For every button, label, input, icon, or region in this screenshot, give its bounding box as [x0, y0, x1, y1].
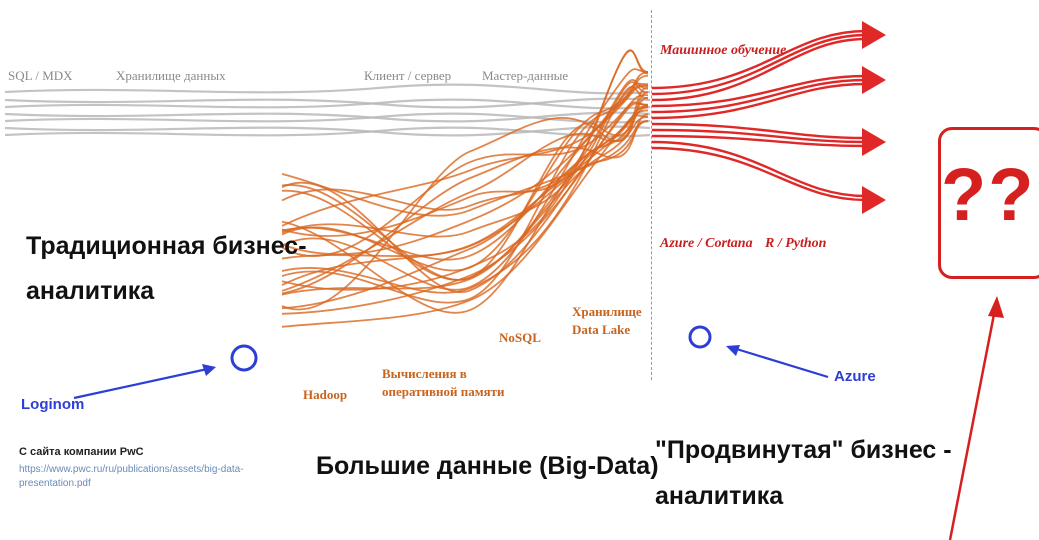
red-strand: [651, 140, 867, 198]
heading-advanced-bi-line2: аналитика: [655, 482, 784, 510]
label-data-warehouse: Хранилище данных: [116, 68, 226, 83]
azure-circle-mark: [688, 325, 712, 349]
orange-strand: [281, 96, 649, 292]
question-marks: ???: [941, 153, 1039, 236]
red-strand: [651, 134, 867, 148]
red-arrow-head: [862, 128, 886, 156]
question-arrow-head: [988, 296, 1004, 318]
red-strand: [651, 128, 867, 144]
heading-advanced-bi-line1: "Продвинутая" бизнес -: [655, 436, 952, 464]
orange-strand: [281, 94, 649, 257]
label-hadoop: Hadoop: [303, 387, 348, 402]
azure-arrow-head: [726, 345, 740, 356]
label-machine-learning: Машинное обучение: [660, 43, 787, 58]
red-strand: [651, 37, 867, 102]
orange-strand: [281, 84, 649, 227]
orange-strand: [281, 106, 649, 314]
azure-arrow-line: [729, 345, 829, 379]
question-arrow-line: [948, 303, 998, 540]
orange-strand: [281, 68, 649, 291]
red-strand: [651, 74, 867, 108]
loginom-arrow-line: [73, 366, 213, 400]
red-strand: [651, 122, 867, 140]
source-url-line2[interactable]: presentation.pdf: [19, 478, 91, 489]
heading-big-data: Большие данные (Big-Data): [316, 452, 659, 480]
label-azure: Azure: [834, 368, 876, 385]
label-sql-mdx: SQL / MDX: [8, 68, 73, 83]
grey-strand: [4, 98, 651, 110]
label-r-python: R / Python: [765, 236, 827, 251]
loginom-arrow-head: [202, 364, 216, 376]
grey-strand: [4, 83, 651, 95]
label-datalake-line2: Data Lake: [572, 322, 631, 337]
red-strand: [651, 82, 867, 120]
grey-strand: [4, 112, 651, 124]
red-strand: [651, 78, 867, 114]
orange-strand: [281, 71, 649, 272]
source-url-line1[interactable]: https://www.pwc.ru/ru/publications/asset…: [19, 464, 244, 475]
label-client-server: Клиент / сервер: [364, 68, 452, 83]
label-loginom: Loginom: [21, 396, 85, 413]
orange-strand: [281, 105, 649, 310]
orange-strand: [281, 120, 649, 217]
question-box: ???: [938, 127, 1039, 279]
red-arrow-head: [862, 21, 886, 49]
orange-strand: [281, 82, 649, 256]
era-divider: [651, 10, 652, 380]
traditional-bi-lines: [4, 83, 651, 138]
bigdata-lines: [281, 49, 649, 328]
label-in-memory-line2: оперативной памяти: [382, 384, 505, 399]
label-azure-cortana: Azure / Cortana: [660, 236, 753, 251]
advanced-analytics-lines: [651, 21, 886, 214]
heading-traditional-bi-line1: Традиционная бизнес-: [26, 232, 307, 260]
label-master-data: Мастер-данные: [482, 68, 569, 83]
label-datalake-line1: Хранилище: [572, 304, 642, 319]
orange-strand: [281, 49, 649, 237]
source-caption: С сайта компании PwC: [19, 446, 144, 458]
red-strand: [651, 29, 867, 90]
red-strand: [651, 146, 867, 202]
label-nosql: NoSQL: [499, 330, 541, 345]
red-arrow-head: [862, 186, 886, 214]
orange-strand: [281, 102, 649, 294]
red-strand: [651, 33, 867, 96]
orange-strand: [281, 114, 649, 328]
annotation-marks: [73, 296, 1004, 540]
loginom-circle-mark: [230, 344, 258, 372]
label-in-memory-line1: Вычисления в: [382, 366, 467, 381]
red-arrow-head: [862, 66, 886, 94]
orange-strand: [281, 120, 649, 286]
heading-traditional-bi-line2: аналитика: [26, 277, 155, 305]
grey-strand: [4, 126, 651, 138]
